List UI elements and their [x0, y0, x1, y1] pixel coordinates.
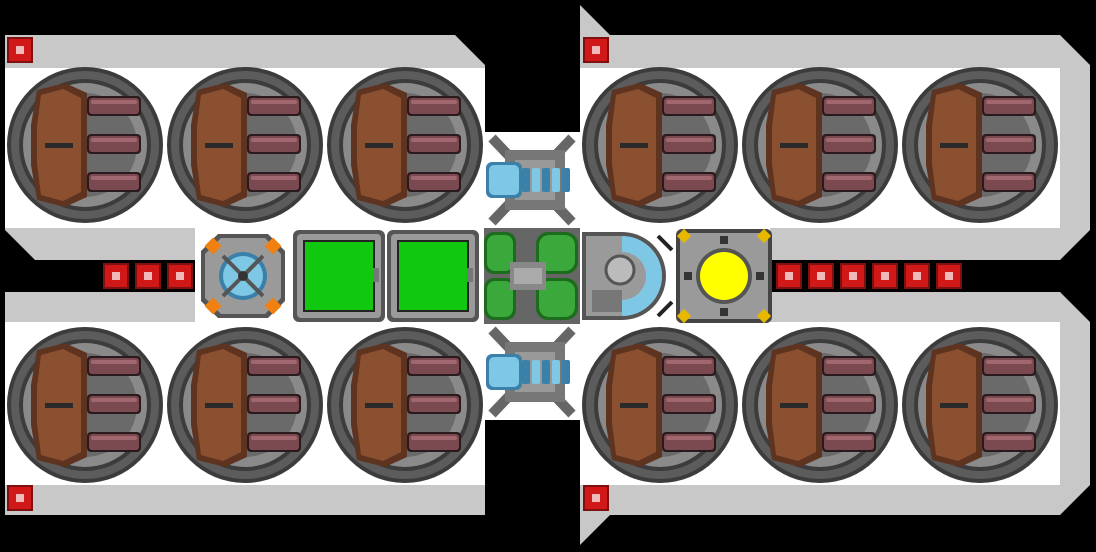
green-tank-engine[interactable] [484, 228, 580, 324]
red-indicator-light [7, 485, 33, 511]
cargo-pod[interactable] [742, 67, 898, 223]
cargo-pod[interactable] [902, 327, 1058, 483]
cargo-pod[interactable] [167, 67, 323, 223]
red-indicator-light [583, 37, 609, 63]
cargo-pod[interactable] [582, 67, 738, 223]
red-indicator-light [135, 263, 161, 289]
red-indicator-light [872, 263, 898, 289]
cargo-pod[interactable] [902, 67, 1058, 223]
red-indicator-light [103, 263, 129, 289]
cargo-pod[interactable] [327, 327, 483, 483]
storage-bay[interactable] [387, 230, 479, 322]
red-indicator-light [7, 37, 33, 63]
cargo-pod[interactable] [167, 327, 323, 483]
cargo-pod[interactable] [742, 327, 898, 483]
yellow-reactor[interactable] [676, 228, 772, 324]
red-indicator-light [808, 263, 834, 289]
blue-coil-thruster[interactable] [486, 134, 576, 226]
red-indicator-light [583, 485, 609, 511]
cargo-pod[interactable] [7, 67, 163, 223]
cockpit-dome[interactable] [582, 232, 674, 320]
red-indicator-light [904, 263, 930, 289]
cargo-pod[interactable] [327, 67, 483, 223]
red-indicator-light [167, 263, 193, 289]
cargo-pod[interactable] [582, 327, 738, 483]
red-indicator-light [936, 263, 962, 289]
connector-hub[interactable] [201, 234, 285, 318]
blue-coil-thruster[interactable] [486, 326, 576, 418]
red-indicator-light [840, 263, 866, 289]
cargo-pod[interactable] [7, 327, 163, 483]
red-indicator-light [776, 263, 802, 289]
storage-bay[interactable] [293, 230, 385, 322]
